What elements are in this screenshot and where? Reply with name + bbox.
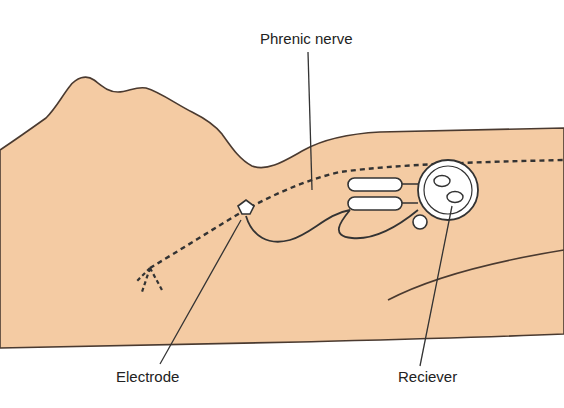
leader-lines — [160, 52, 452, 366]
capsules — [348, 178, 427, 229]
arm-contour — [388, 250, 564, 300]
part-label: Reciever — [398, 368, 457, 386]
part-label: Electrode — [116, 368, 179, 386]
nerve-branch — [136, 268, 162, 292]
electrode — [238, 200, 254, 214]
part-label: Phrenic nerve — [260, 30, 353, 48]
phrenic-nerve — [150, 160, 564, 268]
electrode-lead — [246, 210, 418, 242]
body-silhouette — [0, 77, 564, 348]
receiver-disc — [418, 160, 478, 220]
